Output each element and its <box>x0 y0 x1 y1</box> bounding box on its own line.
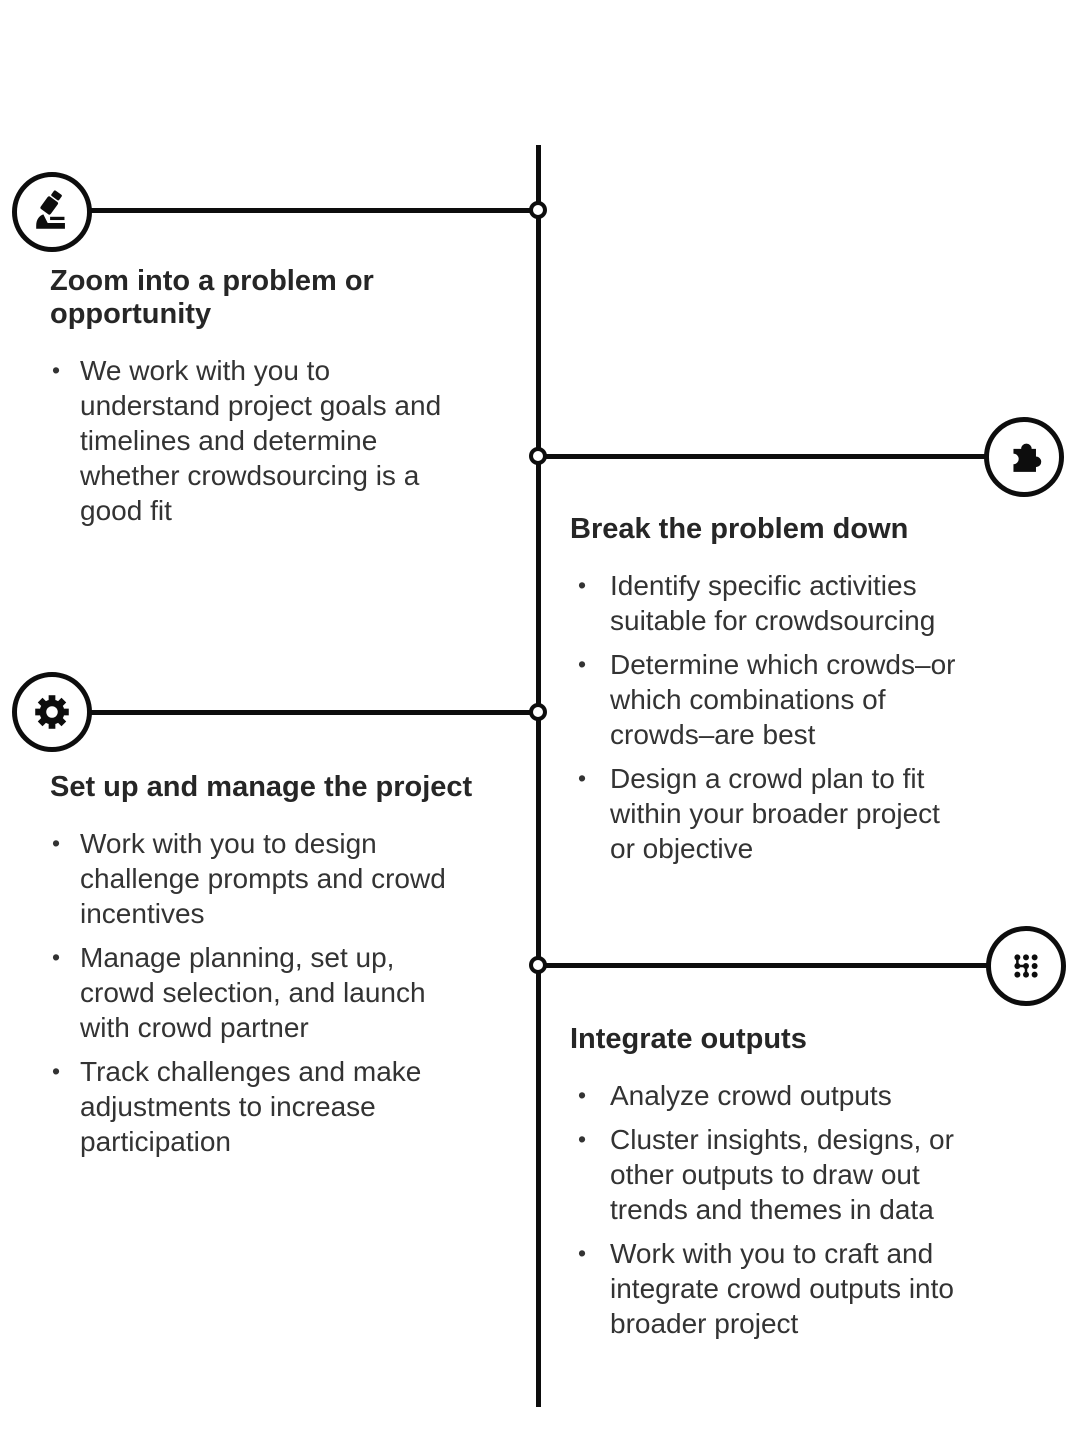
step-4-section: Integrate outputs Analyze crowd outputs … <box>570 1023 1010 1341</box>
bullet-item: Cluster insights, designs, or other outp… <box>570 1122 967 1227</box>
bullet-item: Identify specific activities suitable fo… <box>570 568 967 638</box>
gear-icon <box>29 689 75 735</box>
connector-step-4 <box>538 963 990 968</box>
step-3-bullet-list: Work with you to design challenge prompt… <box>50 826 450 1159</box>
connector-step-1 <box>60 208 540 213</box>
connector-step-2 <box>538 454 990 459</box>
step-1-bullet-list: We work with you to understand project g… <box>50 353 450 528</box>
microscope-icon <box>29 189 75 235</box>
step-4-icon-circle <box>986 926 1066 1006</box>
bullet-item: Work with you to craft and integrate cro… <box>570 1236 967 1341</box>
timeline-node-2 <box>529 447 547 465</box>
step-2-title: Break the problem down <box>570 513 909 545</box>
step-2-bullet-list: Identify specific activities suitable fo… <box>570 568 967 866</box>
step-3-section: Set up and manage the project Work with … <box>50 771 490 1159</box>
step-1-icon-circle <box>12 172 92 252</box>
bullet-item: Determine which crowds–or which combinat… <box>570 647 967 752</box>
dots-grid-icon <box>1003 943 1049 989</box>
step-3-title: Set up and manage the project <box>50 771 473 803</box>
bullet-item: Analyze crowd outputs <box>570 1078 967 1113</box>
bullet-item: Work with you to design challenge prompt… <box>50 826 450 931</box>
timeline-node-3 <box>529 703 547 721</box>
step-4-bullet-list: Analyze crowd outputs Cluster insights, … <box>570 1078 967 1341</box>
bullet-item: Track challenges and make adjustments to… <box>50 1054 450 1159</box>
timeline-spine <box>536 145 541 1407</box>
connector-step-3 <box>60 710 540 715</box>
step-3-icon-circle <box>12 672 92 752</box>
step-2-icon-circle <box>984 417 1064 497</box>
step-1-section: Zoom into a problem or opportunity We wo… <box>50 265 490 528</box>
step-1-title: Zoom into a problem or opportunity <box>50 265 374 330</box>
bullet-item: Manage planning, set up, crowd selection… <box>50 940 450 1045</box>
step-2-section: Break the problem down Identify specific… <box>570 513 1010 866</box>
step-4-title: Integrate outputs <box>570 1023 807 1055</box>
timeline-node-4 <box>529 956 547 974</box>
bullet-item: Design a crowd plan to fit within your b… <box>570 761 967 866</box>
puzzle-piece-icon <box>1001 434 1047 480</box>
bullet-item: We work with you to understand project g… <box>50 353 450 528</box>
timeline-node-1 <box>529 201 547 219</box>
